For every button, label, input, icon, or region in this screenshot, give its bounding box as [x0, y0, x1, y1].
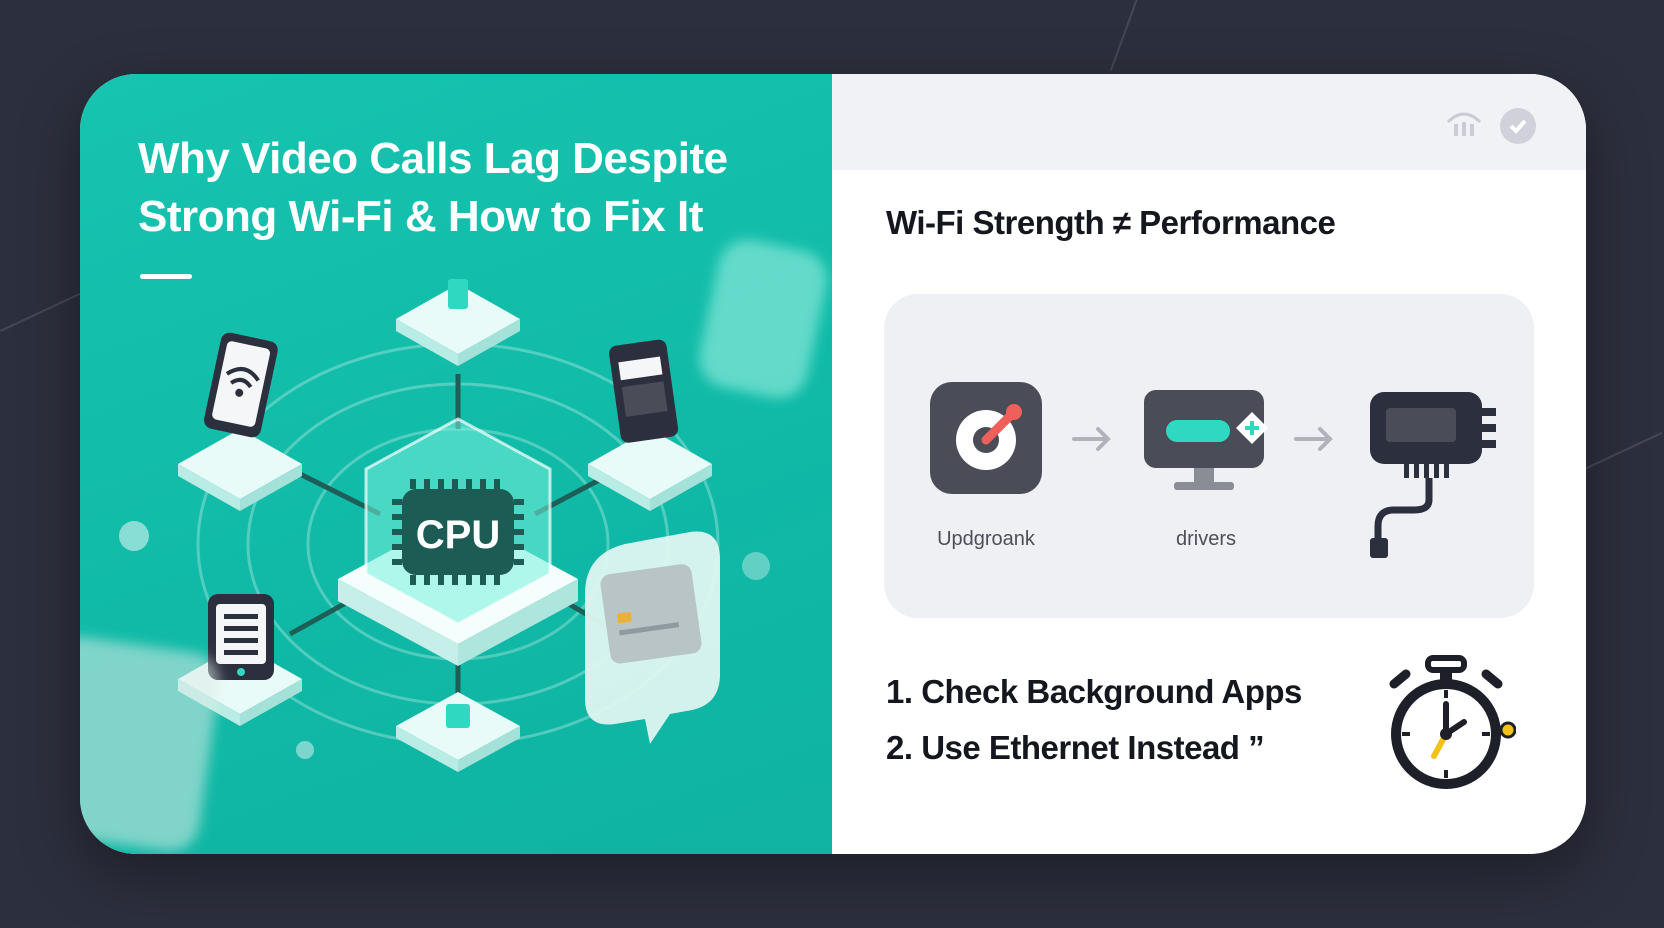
background-line — [1580, 431, 1663, 472]
cpu-label: CPU — [416, 513, 500, 557]
device-network-illustration: CPU — [119, 279, 770, 772]
stopwatch-icon — [1389, 655, 1516, 789]
tablet-wifi-node — [178, 332, 302, 511]
article-card: Why Video Calls Lag Despite Strong Wi-Fi… — [80, 74, 1586, 854]
title-underline — [140, 274, 192, 279]
background-line — [1110, 0, 1143, 71]
signal-icon[interactable] — [1442, 108, 1486, 138]
arrow-right-icon — [1072, 427, 1111, 451]
background-line — [0, 291, 83, 332]
top-node — [396, 279, 520, 366]
document-tablet-icon — [208, 594, 274, 680]
device-card-node — [588, 339, 712, 511]
section-title: Wi-Fi Strength ≠ Performance — [886, 204, 1336, 241]
monitor-icon — [1144, 390, 1268, 490]
step-label: Updgroank — [937, 528, 1035, 550]
step-label: drivers — [1175, 528, 1236, 550]
network-adapter-icon — [1370, 392, 1496, 558]
content-panel: Wi-Fi Strength ≠ Performance Updgroank — [832, 74, 1586, 854]
flow-panel: Updgroank drivers — [884, 294, 1534, 618]
speed-dial-icon — [930, 382, 1042, 494]
arrow-right-icon — [1294, 427, 1333, 451]
chat-bubble-node — [585, 531, 720, 744]
top-bar — [832, 74, 1586, 170]
wifi-tablet-icon — [204, 332, 278, 438]
hero-title: Why Video Calls Lag Despite Strong Wi-Fi… — [138, 134, 728, 241]
phone-card-icon — [609, 339, 679, 443]
tip-item: 2. Use Ethernet Instead ” — [886, 729, 1265, 766]
tip-item: 1. Check Background Apps — [886, 673, 1302, 710]
check-icon[interactable] — [1500, 108, 1536, 144]
tips-list: 1. Check Background Apps 2. Use Ethernet… — [886, 664, 1302, 776]
bottom-node — [396, 692, 520, 772]
cpu-platform: CPU — [338, 417, 578, 666]
